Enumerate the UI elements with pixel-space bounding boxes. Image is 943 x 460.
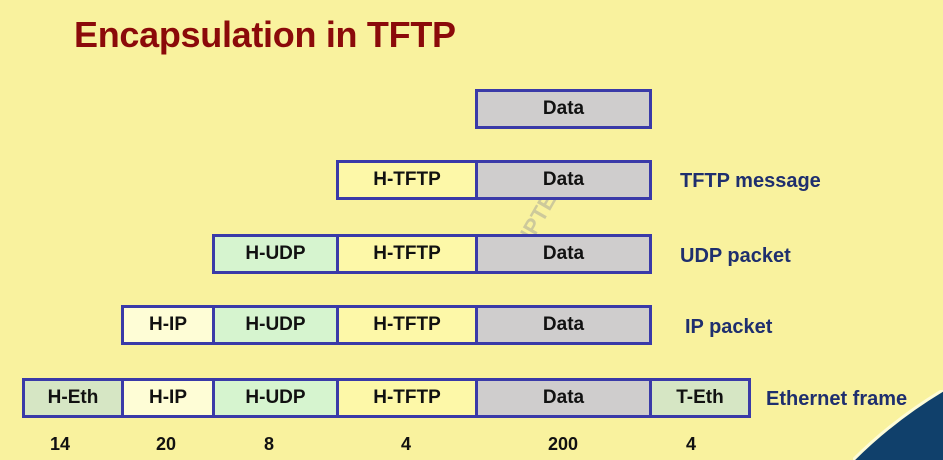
- cell-h-tftp: H-TFTP: [336, 378, 478, 418]
- cell-data: Data: [475, 305, 652, 345]
- cell-data: Data: [475, 234, 652, 274]
- cell-h-tftp: H-TFTP: [336, 305, 478, 345]
- size-t-eth: 4: [685, 434, 696, 454]
- cell-data: Data: [475, 160, 652, 200]
- row-ethernet-frame: H-Eth H-IP H-UDP H-TFTP Data T-Eth: [22, 378, 751, 418]
- size-h-udp: 8: [263, 434, 274, 454]
- size-data: 200: [547, 434, 579, 454]
- cell-h-tftp: H-TFTP: [336, 160, 478, 200]
- row-data: Data: [475, 89, 652, 129]
- cell-h-tftp: H-TFTP: [336, 234, 478, 274]
- cell-h-udp: H-UDP: [212, 378, 339, 418]
- row-udp-packet: H-UDP H-TFTP Data: [212, 234, 652, 274]
- size-h-tftp: 4: [400, 434, 411, 454]
- label-udp-packet: UDP packet: [680, 245, 791, 267]
- size-h-ip: 20: [155, 434, 177, 454]
- label-ethernet-frame: Ethernet frame: [766, 388, 908, 410]
- cell-h-udp: H-UDP: [212, 234, 339, 274]
- label-tftp-message: TFTP message: [680, 170, 821, 192]
- label-ip-packet: IP packet: [685, 316, 773, 338]
- corner-decoration: [853, 390, 943, 460]
- cell-h-eth: H-Eth: [22, 378, 124, 418]
- cell-h-ip: H-IP: [121, 305, 215, 345]
- row-tftp-message: H-TFTP Data: [336, 160, 652, 200]
- cell-t-eth: T-Eth: [649, 378, 751, 418]
- row-ip-packet: H-IP H-UDP H-TFTP Data: [121, 305, 652, 345]
- cell-data: Data: [475, 89, 652, 129]
- cell-data: Data: [475, 378, 652, 418]
- cell-h-udp: H-UDP: [212, 305, 339, 345]
- cell-h-ip: H-IP: [121, 378, 215, 418]
- size-h-eth: 14: [49, 434, 71, 454]
- slide-title: Encapsulation in TFTP: [74, 14, 456, 55]
